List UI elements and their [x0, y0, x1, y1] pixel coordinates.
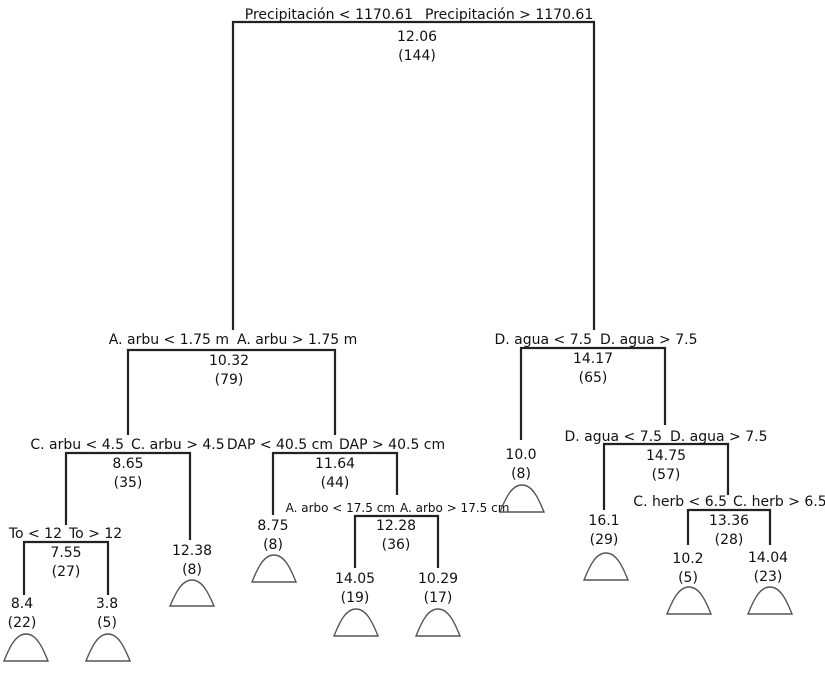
leaf-value: 14.05	[335, 571, 375, 587]
node-n-lll: To < 12 To > 12 7.55 (27)	[8, 526, 122, 580]
tree-edges	[22, 20, 772, 595]
node-n-lr: DAP < 40.5 cm DAP > 40.5 cm 11.64 (44)	[227, 437, 445, 491]
leaf-9: 10.2 (5)	[665, 551, 713, 615]
density-bell-icon	[84, 633, 132, 662]
node-count: (144)	[398, 48, 436, 64]
leaf-count: (19)	[341, 590, 370, 606]
split-rule-left: To < 12	[8, 526, 62, 542]
edge-root	[231, 20, 596, 330]
node-count: (27)	[52, 564, 81, 580]
split-rule-left: D. agua < 7.5	[565, 429, 663, 445]
leaf-1: 8.4 (22)	[2, 596, 50, 662]
leaf-value: 8.4	[11, 596, 33, 612]
split-rule-left: C. arbu < 4.5	[30, 437, 124, 453]
node-count: (65)	[579, 370, 608, 386]
node-count: (79)	[215, 372, 244, 388]
node-value: 8.65	[112, 456, 143, 472]
node-value: 14.75	[646, 448, 686, 464]
split-rule-left: A. arbo < 17.5 cm	[286, 501, 395, 515]
node-value: 12.06	[397, 29, 437, 45]
edge-n-ll	[64, 451, 192, 540]
node-value: 7.55	[50, 545, 81, 561]
density-bell-icon	[414, 608, 462, 637]
leaf-count: (17)	[424, 590, 453, 606]
leaf-value: 10.2	[672, 551, 703, 567]
split-rule-right: To > 12	[68, 526, 122, 542]
leaf-2: 3.8 (5)	[84, 596, 132, 662]
split-rule-left: DAP < 40.5 cm	[227, 437, 333, 453]
edge-n-lll	[22, 540, 110, 595]
leaf-3: 12.38 (8)	[168, 543, 216, 607]
density-bell-icon	[582, 552, 630, 581]
leaf-count: (22)	[8, 615, 37, 631]
node-n-left: A. arbu < 1.75 m A. arbu > 1.75 m 10.32 …	[109, 332, 357, 388]
leaf-8: 16.1 (29)	[582, 513, 630, 581]
leaf-count: (23)	[754, 569, 783, 585]
edge-n-lr	[271, 451, 399, 515]
leaf-count: (5)	[678, 570, 698, 586]
node-value: 11.64	[315, 456, 355, 472]
node-count: (36)	[382, 537, 411, 553]
leaf-count: (8)	[511, 466, 531, 482]
edge-n-right	[519, 346, 667, 440]
split-rule-left: Precipitación < 1170.61	[245, 7, 413, 23]
density-bell-icon	[746, 586, 794, 615]
split-rule-right: D. agua > 7.5	[600, 332, 698, 348]
leaf-value: 10.0	[505, 447, 536, 463]
node-n-lrr: A. arbo < 17.5 cm A. arbo > 17.5 cm 12.2…	[286, 501, 510, 553]
density-bell-icon	[2, 633, 50, 662]
leaf-value: 14.04	[748, 550, 788, 566]
split-rule-left: C. herb < 6.5	[633, 494, 727, 510]
density-bell-icon	[168, 579, 216, 607]
density-bell-icon	[498, 484, 546, 513]
node-value: 12.28	[376, 518, 416, 534]
node-count: (44)	[321, 475, 350, 491]
leaf-5: 14.05 (19)	[332, 571, 380, 637]
node-value: 14.17	[573, 351, 613, 367]
split-rule-right: Precipitación > 1170.61	[425, 7, 593, 23]
leaf-count: (8)	[182, 562, 202, 578]
leaf-count: (5)	[97, 615, 117, 631]
split-rule-right: D. agua > 7.5	[670, 429, 768, 445]
leaf-count: (8)	[263, 537, 283, 553]
node-n-rr: D. agua < 7.5 D. agua > 7.5 14.75 (57)	[565, 429, 768, 483]
node-n-rrr: C. herb < 6.5 C. herb > 6.5 13.36 (28)	[633, 494, 825, 548]
node-root: Precipitación < 1170.61 Precipitación > …	[245, 7, 594, 64]
edge-n-lrr	[353, 514, 440, 568]
density-bell-icon	[250, 554, 298, 583]
leaf-value: 10.29	[418, 571, 458, 587]
leaf-value: 16.1	[588, 513, 619, 529]
node-count: (28)	[715, 532, 744, 548]
split-rule-left: A. arbu < 1.75 m	[109, 332, 229, 348]
density-bell-icon	[332, 608, 380, 637]
split-rule-right: C. arbu > 4.5	[131, 437, 225, 453]
density-bell-icon	[665, 586, 713, 615]
edge-n-rrr	[686, 508, 772, 545]
split-rule-left: D. agua < 7.5	[495, 332, 593, 348]
leaf-value: 3.8	[96, 596, 118, 612]
node-value: 13.36	[709, 513, 749, 529]
leaf-10: 14.04 (23)	[746, 550, 794, 615]
node-count: (35)	[114, 475, 143, 491]
split-rule-right: A. arbo > 17.5 cm	[400, 501, 509, 515]
leaf-4: 8.75 (8)	[250, 518, 298, 583]
leaf-7: 10.0 (8)	[498, 447, 546, 513]
node-n-right: D. agua < 7.5 D. agua > 7.5 14.17 (65)	[495, 332, 698, 386]
leaf-value: 8.75	[257, 518, 288, 534]
edge-n-rr	[602, 442, 730, 510]
split-rule-right: DAP > 40.5 cm	[339, 437, 445, 453]
edge-n-left	[126, 348, 337, 435]
split-rule-right: A. arbu > 1.75 m	[237, 332, 357, 348]
node-n-ll: C. arbu < 4.5 C. arbu > 4.5 8.65 (35)	[30, 437, 224, 491]
leaf-value: 12.38	[172, 543, 212, 559]
leaf-count: (29)	[590, 532, 619, 548]
split-rule-right: C. herb > 6.5	[733, 494, 825, 510]
leaf-6: 10.29 (17)	[414, 571, 462, 637]
node-count: (57)	[652, 467, 681, 483]
node-value: 10.32	[209, 353, 249, 369]
